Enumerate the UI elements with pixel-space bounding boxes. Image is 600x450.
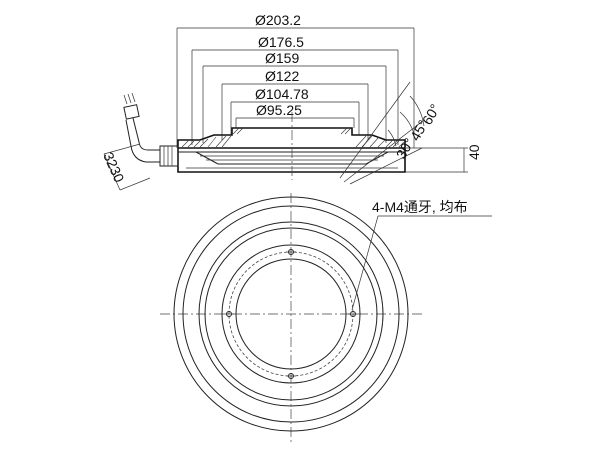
angle-indicators: 40 60° 45° 30° bbox=[339, 81, 482, 185]
cable-connector: 3230 bbox=[100, 92, 179, 191]
hatching-right bbox=[340, 127, 405, 148]
dim-d5: Ø104.78 bbox=[255, 86, 309, 102]
dim-d4: Ø122 bbox=[265, 68, 299, 84]
dim-d1: Ø203.2 bbox=[255, 12, 301, 28]
dim-height: 40 bbox=[466, 144, 482, 160]
dim-cable: 3230 bbox=[100, 150, 127, 185]
dim-d3: Ø159 bbox=[265, 50, 299, 66]
ring-body bbox=[177, 112, 406, 180]
side-view: Ø203.2 Ø176.5 Ø159 Ø122 Ø104.78 Ø95.25 bbox=[100, 12, 482, 191]
hole-note: 4-M4通牙, 均布 bbox=[372, 199, 468, 215]
diameter-dimensions: Ø203.2 Ø176.5 Ø159 Ø122 Ø104.78 Ø95.25 bbox=[176, 12, 415, 148]
dim-d6: Ø95.25 bbox=[256, 102, 302, 118]
hatching-left bbox=[181, 127, 244, 148]
mounting-holes bbox=[224, 249, 358, 379]
dim-d2: Ø176.5 bbox=[258, 34, 304, 50]
top-view: 4-M4通牙, 均布 bbox=[160, 193, 492, 445]
note-leader bbox=[351, 215, 379, 311]
